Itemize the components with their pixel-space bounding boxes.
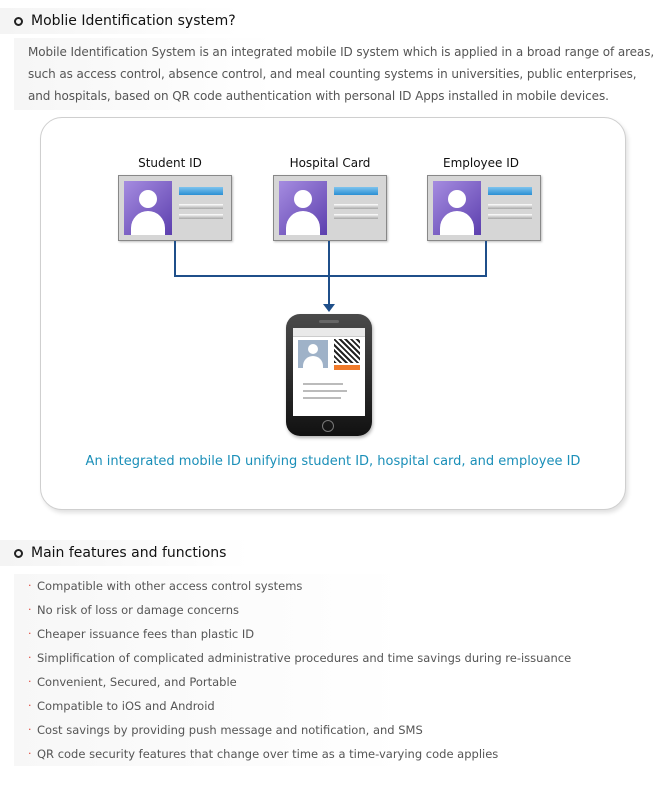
person-icon (124, 181, 172, 235)
qr-code-icon (334, 339, 360, 363)
section2-title: Main features and functions (31, 545, 226, 561)
list-item: ·Cost savings by providing push message … (14, 718, 664, 742)
person-icon (298, 340, 328, 368)
card-label-employee: Employee ID (421, 156, 541, 170)
mobile-phone (286, 314, 372, 436)
student-id-card (118, 175, 232, 241)
list-item: ·Compatible with other access control sy… (14, 574, 664, 598)
section1-header: Moblie Identification system? (0, 9, 236, 33)
circle-bullet-icon (14, 549, 23, 558)
list-item: ·Convenient, Secured, and Portable (14, 670, 664, 694)
section1-title: Moblie Identification system? (31, 13, 236, 29)
list-item: ·Compatible to iOS and Android (14, 694, 664, 718)
person-icon (279, 181, 327, 235)
hospital-card (273, 175, 387, 241)
list-item: ·Cheaper issuance fees than plastic ID (14, 622, 664, 646)
person-icon (433, 181, 481, 235)
employee-id-card (427, 175, 541, 241)
list-item: ·No risk of loss or damage concerns (14, 598, 664, 622)
circle-bullet-icon (14, 17, 23, 26)
phone-screen (293, 328, 365, 416)
features-list: ·Compatible with other access control sy… (14, 574, 664, 766)
intro-paragraph: Mobile Identification System is an integ… (28, 41, 660, 107)
diagram-caption: An integrated mobile ID unifying student… (40, 454, 626, 469)
list-item: ·Simplification of complicated administr… (14, 646, 664, 670)
home-button-icon (322, 420, 334, 432)
list-item: ·QR code security features that change o… (14, 742, 664, 766)
section2-header: Main features and functions (0, 541, 226, 565)
card-label-student: Student ID (110, 156, 230, 170)
card-label-hospital: Hospital Card (270, 156, 390, 170)
